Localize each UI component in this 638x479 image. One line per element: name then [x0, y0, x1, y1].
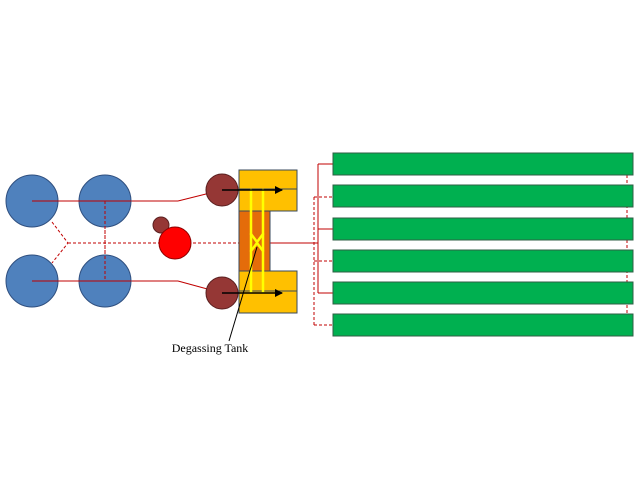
small-dark-red-circle: [152, 216, 170, 234]
green-bar: [332, 313, 634, 337]
green-bar: [332, 281, 634, 305]
callout-leader-line: [228, 246, 258, 342]
green-bar: [332, 217, 634, 241]
inner-arrowhead-up: [249, 240, 265, 253]
green-bar: [332, 152, 634, 176]
red-circle: [158, 226, 192, 260]
tank-body-orange: [238, 210, 271, 274]
degassing-tank: [238, 169, 298, 314]
dashed-splitter-left: [51, 221, 69, 264]
flow-arrows: [222, 186, 283, 297]
green-bar: [332, 249, 634, 273]
callout-label: Degassing Tank: [172, 341, 249, 355]
tank-cap-bottom: [238, 290, 298, 314]
inner-flow-arrows: [249, 188, 265, 294]
green-bar: [332, 184, 634, 208]
tank-cap-top: [238, 169, 298, 190]
tank-upper-bottom: [238, 270, 298, 292]
green-bars: [332, 152, 634, 337]
blue-circles: [5, 174, 132, 308]
tank-lower-top: [238, 188, 298, 212]
